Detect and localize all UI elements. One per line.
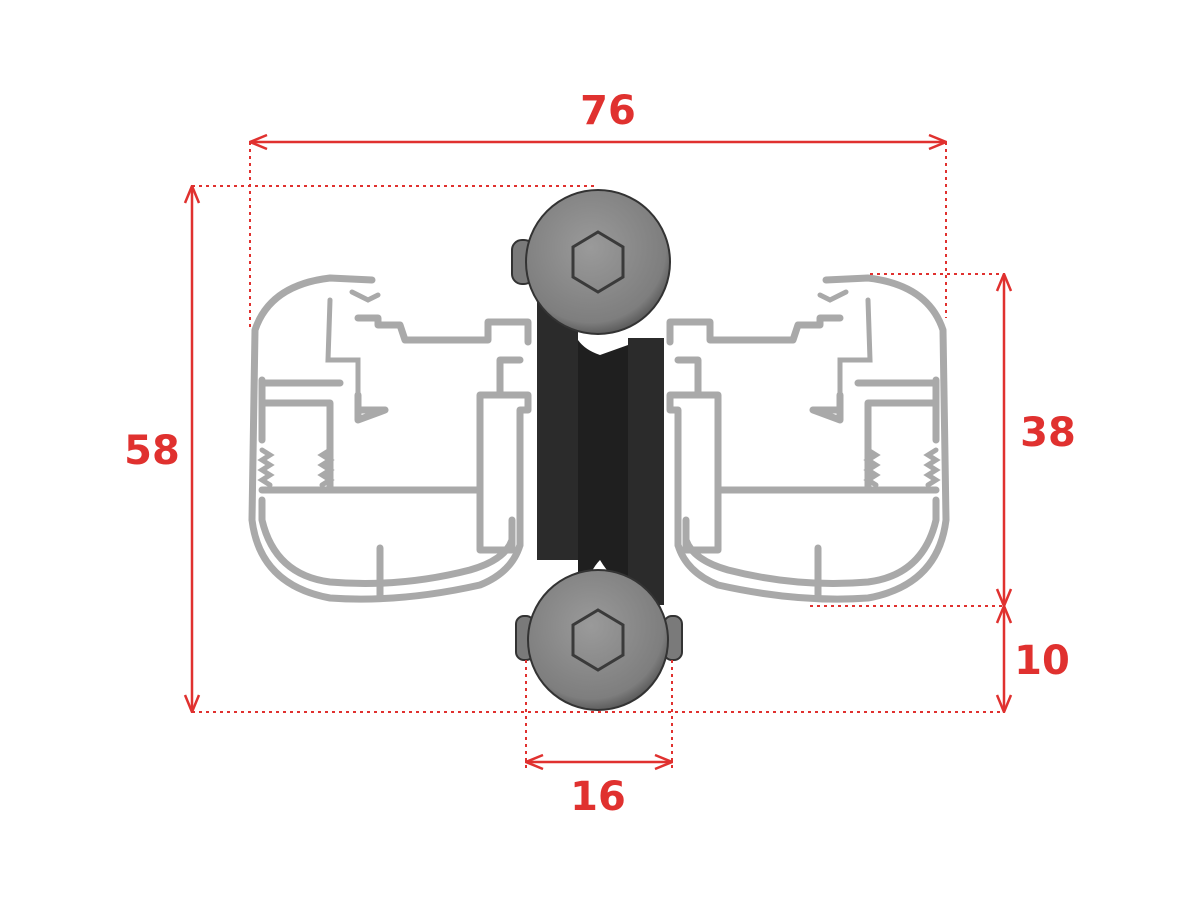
right-profile-teeth-right [863, 447, 881, 488]
bottom-knuckle-disc [527, 569, 669, 711]
left-profile-top-lip [325, 289, 381, 398]
right-profile-top-lip [817, 289, 873, 398]
left-profile-teeth-left [257, 447, 275, 488]
label-hinge-width: 16 [570, 774, 626, 820]
left-profile-upper-web [354, 314, 532, 346]
dimensions [192, 142, 1004, 768]
top-knuckle-disc [525, 189, 671, 335]
left-profile [248, 274, 532, 603]
label-overall-width: 76 [580, 88, 636, 134]
left-profile-outer-shell [248, 274, 524, 603]
left-profile-teeth-right [317, 447, 335, 488]
dimension-labels: 76 58 38 10 16 [124, 88, 1076, 820]
label-offset-height: 10 [1014, 638, 1070, 684]
hinge [511, 189, 683, 711]
right-profile [666, 274, 950, 603]
right-profile-mid-web [674, 356, 872, 494]
hinge-link [578, 340, 628, 590]
hinge-right-leaf [628, 338, 664, 605]
left-profile-mid-web [326, 356, 524, 494]
top-knuckle [511, 189, 671, 335]
right-profile-teeth-left [923, 447, 941, 488]
top-hex-socket-icon [571, 230, 625, 294]
bottom-knuckle [515, 569, 683, 711]
right-profile-upper-web [666, 314, 844, 346]
right-profile-outer-shell [674, 274, 950, 603]
hinge-left-leaf [537, 300, 578, 560]
label-profile-height: 38 [1020, 410, 1076, 456]
bottom-hex-socket-icon [571, 608, 625, 672]
right-profile-right-web [666, 391, 722, 554]
label-overall-height: 58 [124, 428, 180, 474]
left-profile-right-web [476, 391, 532, 554]
